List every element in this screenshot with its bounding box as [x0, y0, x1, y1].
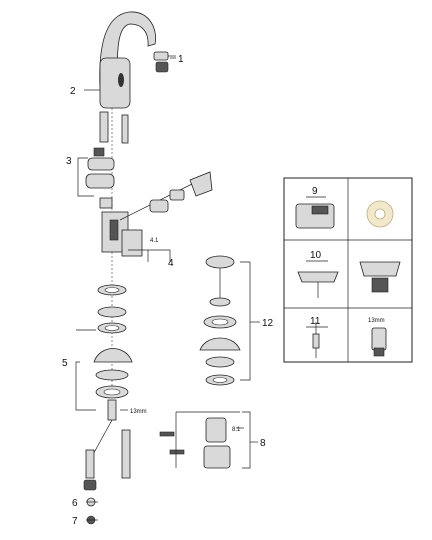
table-label-11: 11 [310, 316, 321, 327]
table-label-10: 10 [310, 250, 322, 261]
callout-1: 1 [178, 54, 184, 65]
callout-6: 6 [72, 498, 78, 509]
callout-8-1: 8.1 [232, 427, 241, 433]
table-label-13mm: 13mm [368, 318, 385, 324]
callout-5: 5 [62, 358, 68, 369]
callout-2: 2 [70, 86, 76, 97]
valve-assembly [119, 171, 213, 257]
faucet-body [99, 11, 157, 109]
callout-7: 7 [72, 516, 78, 527]
callout-4: 4 [168, 258, 174, 269]
callout-12: 12 [262, 318, 274, 329]
drain-assembly [199, 255, 251, 386]
mounting-rods [83, 399, 131, 491]
aerator-part [153, 51, 176, 73]
battery-box-assembly [159, 411, 251, 469]
leader-lines [75, 57, 260, 521]
callout-8: 8 [260, 438, 266, 449]
accessory-table [283, 177, 413, 363]
table-label-9: 9 [312, 186, 318, 197]
washer-set [93, 284, 133, 399]
callout-3: 3 [66, 156, 72, 167]
size-label-13mm: 13mm [130, 409, 147, 415]
callout-4-1: 4.1 [150, 238, 159, 244]
